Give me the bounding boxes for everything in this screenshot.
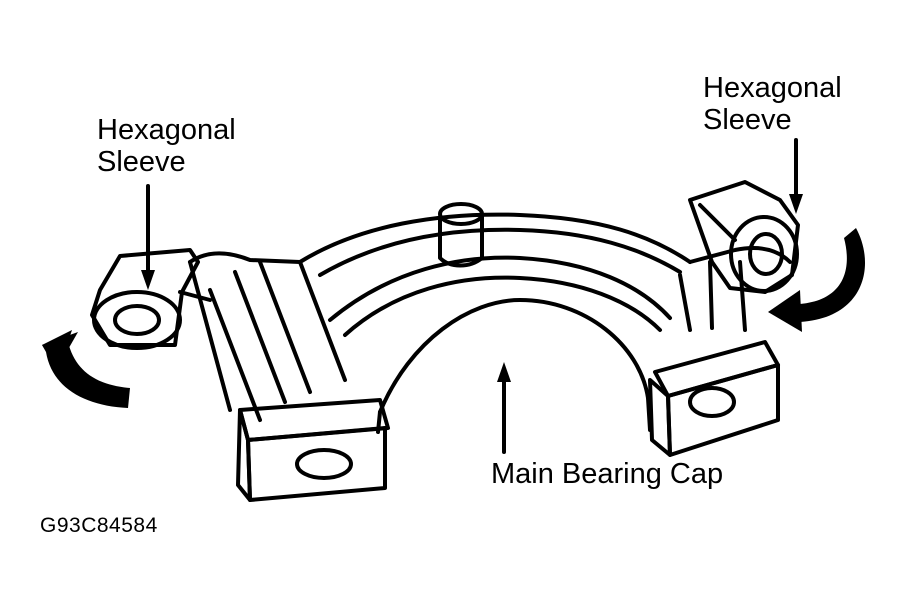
main-bearing-cap [188, 202, 792, 502]
right-sleeve-label: Hexagonal Sleeve [703, 72, 842, 136]
figure-code: G93C84584 [40, 514, 158, 537]
right-hexagonal-sleeve [688, 180, 800, 294]
right-sleeve-label-line2: Sleeve [703, 104, 792, 136]
right-sleeve-label-line1: Hexagonal [703, 72, 842, 104]
leader-line-left-sleeve [141, 184, 155, 290]
leader-line-bearing-cap [497, 362, 511, 454]
rotation-arrow-left [42, 330, 130, 408]
rotation-arrow-right [768, 228, 866, 332]
left-sleeve-label-line1: Hexagonal [97, 114, 236, 146]
left-sleeve-label-line2: Sleeve [97, 146, 186, 178]
bearing-cap-label: Main Bearing Cap [491, 458, 724, 490]
left-hexagonal-sleeve [90, 248, 212, 350]
leader-line-right-sleeve [789, 138, 803, 214]
left-sleeve-label: Hexagonal Sleeve [97, 114, 236, 178]
